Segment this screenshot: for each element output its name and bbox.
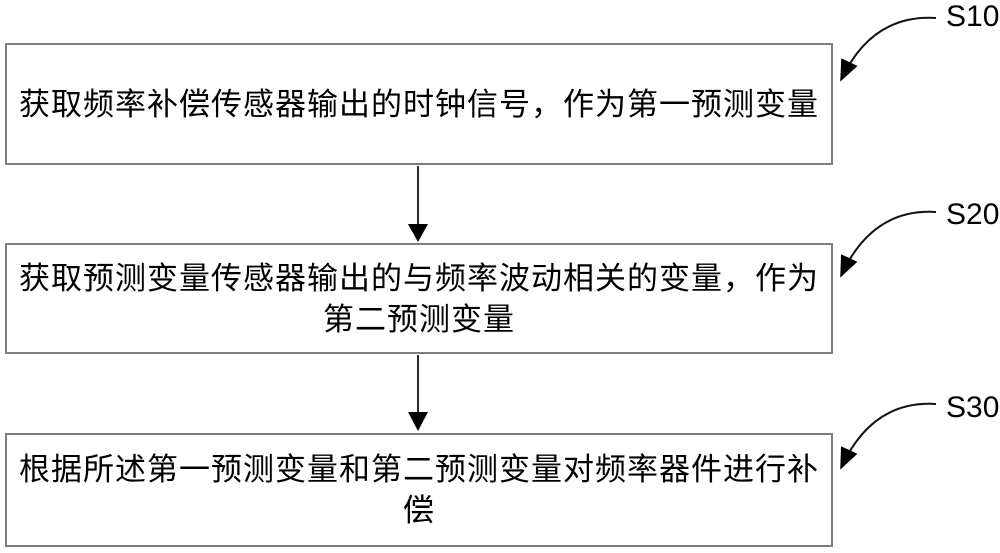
step-box-s20-text-line1: 获取预测变量传感器输出的与频率波动相关的变量，作为: [19, 260, 819, 296]
down-arrowhead-icon: [408, 224, 428, 242]
step-box-s10-text: 获取频率补偿传感器输出的时钟信号，作为第一预测变量: [19, 86, 819, 122]
leader-arrow-s30: [840, 402, 937, 470]
step-box-s30: 根据所述第一预测变量和第二预测变量对频率器件进行补 偿: [5, 433, 833, 547]
step-box-s30-text-line2: 偿: [403, 493, 435, 528]
leader-arrow-s20: [840, 210, 937, 278]
step-label-s10: S10: [946, 0, 1000, 33]
step-label-s30: S30: [946, 391, 1000, 424]
connector-arrow-box1-box2: [408, 166, 428, 242]
down-arrowhead-icon: [408, 412, 428, 431]
step-box-s10: 获取频率补偿传感器输出的时钟信号，作为第一预测变量: [5, 43, 833, 165]
step-label-s20: S20: [946, 198, 1000, 231]
step-box-s20: 获取预测变量传感器输出的与频率波动相关的变量，作为 第二预测变量: [5, 243, 833, 354]
connector-arrow-box2-box3: [408, 355, 428, 431]
step-box-s30-text-line1: 根据所述第一预测变量和第二预测变量对频率器件进行补: [19, 452, 819, 487]
leader-arrow-s10: [840, 16, 937, 82]
step-box-s20-text-line2: 第二预测变量: [323, 301, 515, 337]
